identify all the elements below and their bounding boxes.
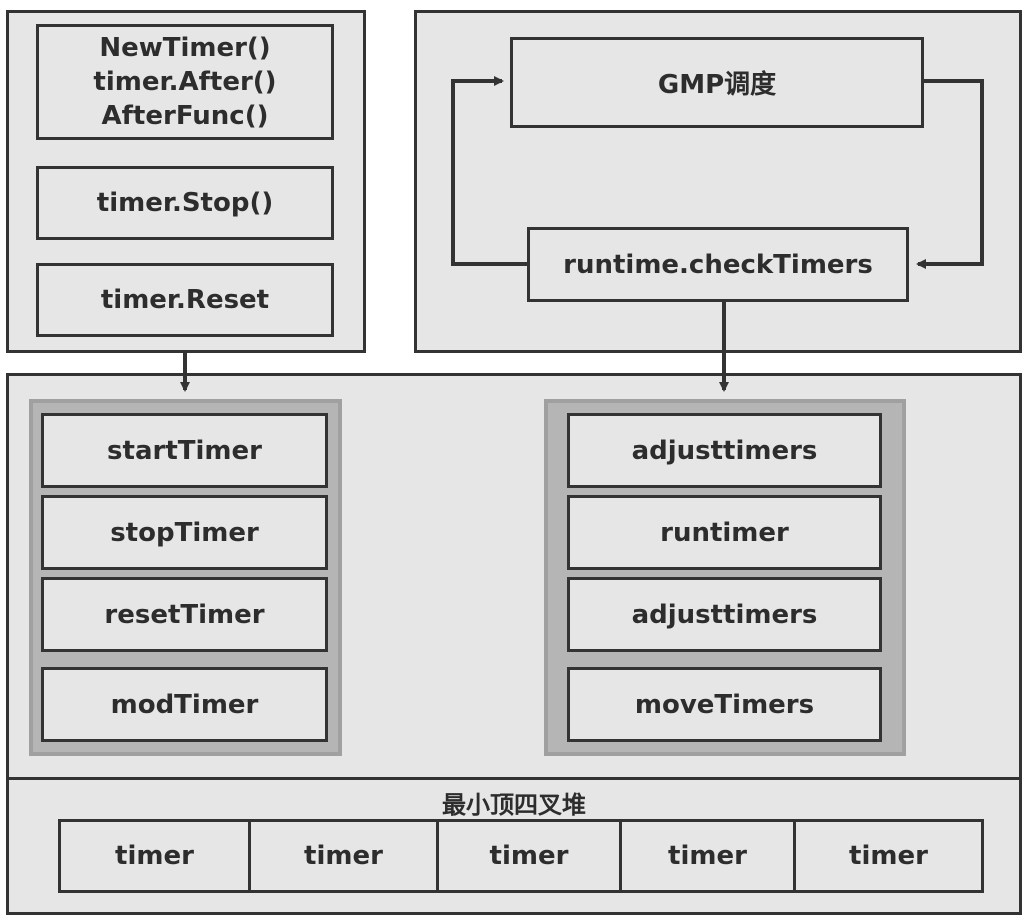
start-timer-label: startTimer bbox=[107, 435, 262, 466]
runtimer-label: runtimer bbox=[660, 517, 789, 548]
heap-title: 最小顶四叉堆 bbox=[442, 791, 586, 819]
heap-cell: timer bbox=[796, 822, 981, 890]
check-timers-label: runtime.checkTimers bbox=[563, 249, 873, 280]
timer-reset-label: timer.Reset bbox=[100, 285, 270, 315]
adjusttimers-label-2: adjusttimers bbox=[631, 599, 818, 630]
heap-cell: timer bbox=[622, 822, 796, 890]
move-timers-node: moveTimers bbox=[567, 667, 882, 742]
reset-timer-node: resetTimer bbox=[41, 577, 328, 652]
mod-timer-node: modTimer bbox=[41, 667, 328, 742]
stop-timer-node: stopTimer bbox=[41, 495, 328, 570]
gmp-node: GMP调度 bbox=[510, 37, 924, 128]
heap-cell: timer bbox=[61, 822, 251, 890]
heap-row: timer timer timer timer timer bbox=[58, 819, 984, 893]
timer-stop-node: timer.Stop() bbox=[36, 166, 334, 240]
timer-stop-label: timer.Stop() bbox=[96, 188, 274, 218]
reset-timer-label: resetTimer bbox=[104, 599, 265, 630]
gmp-to-check-timers-arrow bbox=[916, 79, 984, 269]
adjusttimers-node-1: adjusttimers bbox=[567, 413, 882, 488]
move-timers-label: moveTimers bbox=[634, 689, 815, 720]
new-timer-node: NewTimer() timer.After() AfterFunc() bbox=[36, 24, 334, 140]
adjusttimers-node-2: adjusttimers bbox=[567, 577, 882, 652]
heap-cell: timer bbox=[439, 822, 622, 890]
check-timers-node: runtime.checkTimers bbox=[527, 227, 909, 302]
timer-reset-node: timer.Reset bbox=[36, 263, 334, 337]
timer-after-label: timer.After() bbox=[93, 67, 277, 97]
runtimer-node: runtimer bbox=[567, 495, 882, 570]
after-func-label: AfterFunc() bbox=[101, 101, 269, 131]
stop-timer-label: stopTimer bbox=[110, 517, 259, 548]
heap-cell: timer bbox=[251, 822, 439, 890]
new-timer-label: NewTimer() bbox=[99, 33, 271, 63]
adjusttimers-label-1: adjusttimers bbox=[631, 435, 818, 466]
mod-timer-label: modTimer bbox=[110, 689, 259, 720]
gmp-label: GMP调度 bbox=[657, 70, 777, 100]
start-timer-node: startTimer bbox=[41, 413, 328, 488]
check-timers-to-gmp-arrow bbox=[451, 76, 527, 266]
